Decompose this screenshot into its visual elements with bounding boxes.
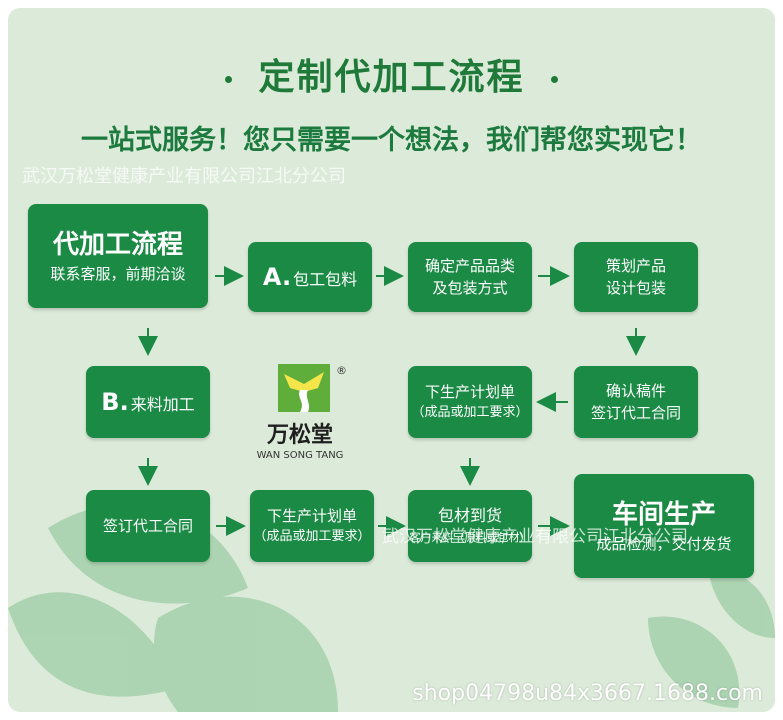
step-confirm-category: 确定产品品类 及包装方式 [408,242,532,312]
step-start: 代加工流程 联系客服，前期洽谈 [28,204,208,308]
step-start-title: 代加工流程 [52,230,183,260]
step-right-order: 下生产计划单 （成品或加工要求） [408,366,532,438]
step-b-label: 来料加工 [130,394,195,414]
step-workshop-sub: 成品检测，交付发货 [596,535,732,553]
step-confirm-category-line1: 确定产品品类 [424,257,515,275]
step-confirm-draft-line1: 确认稿件 [605,382,666,400]
step-materials-line1: 包材到货 [437,506,502,525]
registered-mark: ® [336,364,347,377]
shop-url: shop04798u84x3667.1688.com [412,681,763,706]
watermark-company-mid: 武汉万松堂健康产业有限公司江北分公司 [382,527,688,547]
step-workshop: 车间生产 成品检测，交付发货 [574,474,754,578]
page-subtitle: 一站式服务！您只需要一个想法，我们帮您实现它！ [81,125,702,156]
step-start-sub: 联系客服，前期洽谈 [50,265,186,283]
step-a: A. 包工包料 [248,242,372,312]
step-b: B. 来料加工 [86,366,210,438]
step-confirm-draft: 确认稿件 签订代工合同 [574,366,698,438]
step-right-order-line1: 下生产计划单 [424,383,515,401]
step-sign: 签订代工合同 [86,490,210,562]
step-a-letter: A. [262,262,292,291]
brand-logo: ® 万松堂 WAN SONG TANG [238,362,362,462]
step-right-order-line2: （成品或加工要求） [411,405,529,420]
step-workshop-title: 车间生产 [611,500,716,530]
title-dot-left [225,75,233,83]
title-text: 定制代加工流程 [258,57,525,98]
step-a-label: 包工包料 [293,269,358,289]
step-left-order-line2: （成品或加工要求） [253,529,371,544]
pine-logo-icon: ® 万松堂 WAN SONG TANG [257,364,347,461]
step-b-letter: B. [101,387,129,416]
step-plan-line2: 设计包装 [605,279,666,297]
step-left-order: 下生产计划单 （成品或加工要求） [250,490,374,562]
title-dot-right [550,75,558,83]
step-plan-line1: 策划产品 [605,257,666,275]
background-panel [8,8,775,712]
logo-pinyin: WAN SONG TANG [257,450,344,461]
step-plan: 策划产品 设计包装 [574,242,698,312]
page-title: 定制代加工流程 [0,48,783,100]
step-materials: 包材到货 客户来料（原料或包材） [408,490,532,562]
logo-name: 万松堂 [266,423,333,448]
step-confirm-draft-line2: 签订代工合同 [590,404,681,422]
step-materials-line2: 客户来料（原料或包材） [409,531,531,544]
step-sign-label: 签订代工合同 [102,517,193,535]
step-confirm-category-line2: 及包装方式 [432,279,508,297]
watermark-company-top: 武汉万松堂健康产业有限公司江北分公司 [22,166,346,187]
step-left-order-line1: 下生产计划单 [266,507,357,525]
